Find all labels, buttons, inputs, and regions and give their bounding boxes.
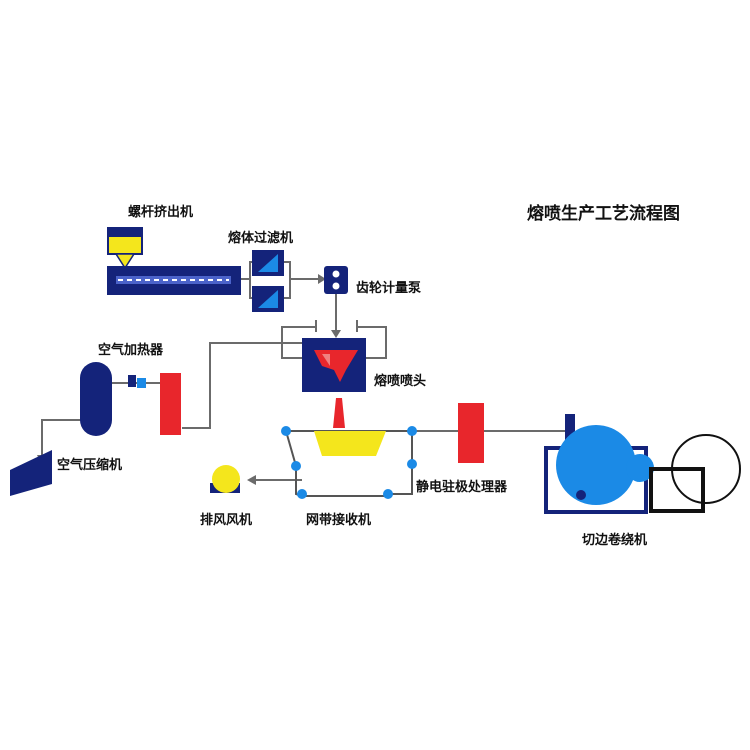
electret-processor [458, 403, 484, 463]
label-melt-filter: 熔体过滤机 [228, 230, 293, 246]
pipe-filter-to-pump [284, 261, 318, 299]
label-screw-extruder: 螺杆挤出机 [128, 204, 193, 220]
arrow-to-pump [318, 274, 326, 284]
mesh-belt-receiver [281, 426, 417, 499]
label-mesh-belt: 网带接收机 [306, 512, 371, 528]
label-winder: 切边卷绕机 [582, 532, 647, 548]
screw-extruder [107, 227, 241, 295]
label-die-head: 熔喷喷头 [374, 373, 426, 389]
label-exhaust-fan: 排风风机 [200, 512, 252, 528]
label-electret: 静电驻极处理器 [416, 479, 508, 495]
air-heater [128, 373, 181, 435]
air-tank [80, 362, 112, 436]
air-compressor [10, 450, 52, 496]
label-air-compressor: 空气压缩机 [57, 457, 122, 473]
melt-filter [252, 250, 284, 312]
arrow-to-fan [247, 475, 256, 485]
arrow-to-die [331, 330, 341, 338]
exhaust-fan [210, 465, 240, 493]
label-air-heater: 空气加热器 [98, 342, 164, 358]
die-right-bracket [356, 320, 387, 359]
pipe-compressor-to-tank [41, 419, 88, 465]
slitting-winding-machine [544, 414, 741, 514]
label-gear-pump: 齿轮计量泵 [356, 280, 421, 296]
gear-pump [324, 266, 348, 294]
die-left-bracket [281, 320, 317, 359]
pipe-heater-to-die [182, 342, 302, 429]
pipe-extruder-to-filter [240, 261, 252, 299]
diagram-title: 熔喷生产工艺流程图 [527, 203, 680, 224]
meltblown-die-head [302, 338, 366, 428]
